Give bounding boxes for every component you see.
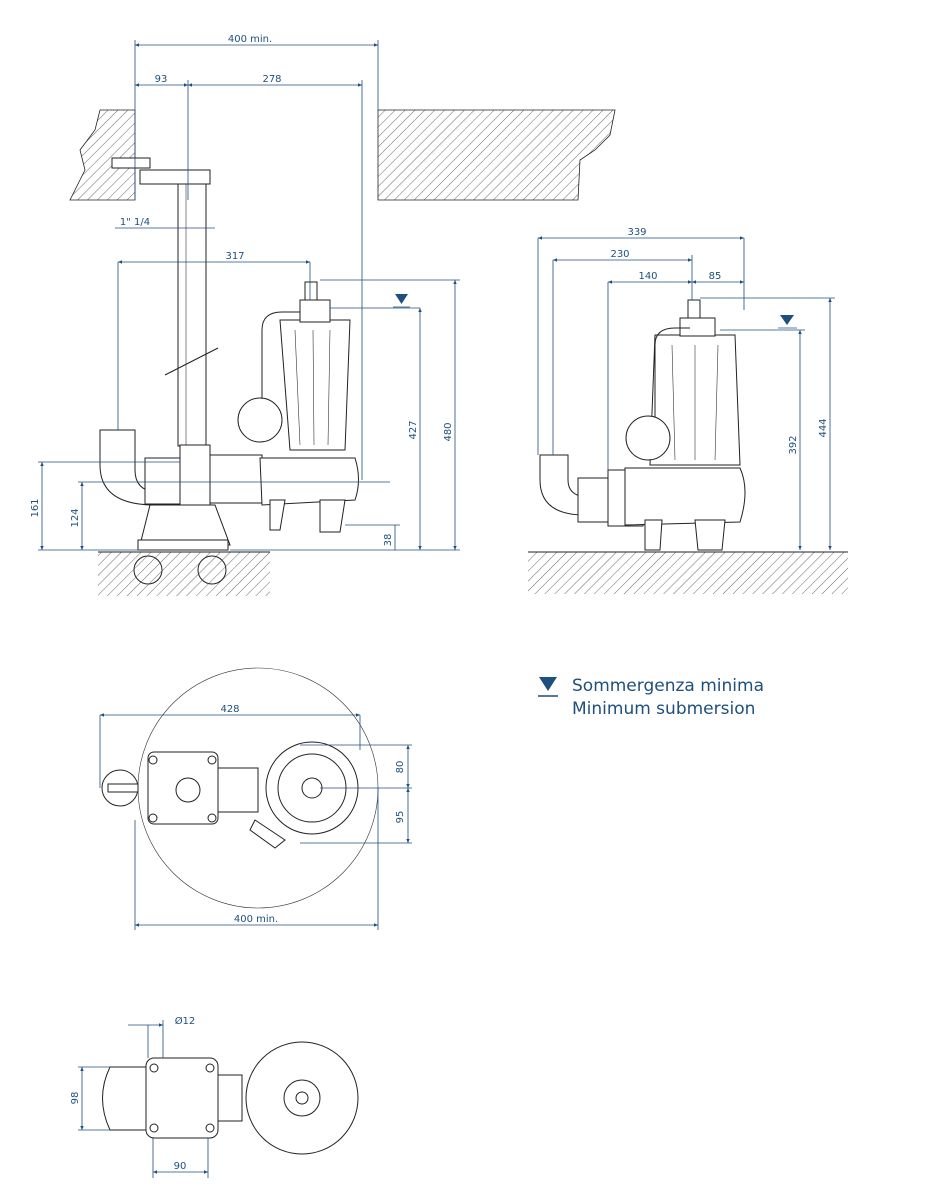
- dim-38: 38: [383, 534, 394, 547]
- dim-95: 95: [395, 811, 406, 824]
- base-view: Ø12 98 90: [70, 1015, 359, 1178]
- guide-pipe: [177, 183, 207, 447]
- side-view: 400 min. 93 278 1" 1/4 317 427 480 161 1…: [30, 34, 616, 596]
- dim-161: 161: [30, 498, 41, 517]
- dim-pipe-size: 1" 1/4: [120, 217, 150, 228]
- dim-400-min-top: 400 min.: [234, 914, 278, 925]
- front-view: 339 230 140 85 392 444: [528, 227, 848, 594]
- dim-93: 93: [155, 74, 168, 85]
- dim-428: 428: [220, 704, 239, 715]
- float-switch: [237, 397, 283, 443]
- front-float-switch: [625, 415, 671, 461]
- dim-427: 427: [408, 420, 419, 439]
- legend: Sommergenza minima Minimum submersion: [538, 676, 764, 719]
- dim-140: 140: [638, 271, 657, 282]
- water-level-triangle-icon: [539, 677, 557, 691]
- dim-278: 278: [262, 74, 281, 85]
- ceiling-slab-left: [69, 109, 136, 201]
- dim-444: 444: [818, 418, 829, 437]
- dim-392: 392: [788, 435, 799, 454]
- ceiling-slab-right: [377, 109, 616, 201]
- water-level-icon: [395, 294, 408, 304]
- dim-124: 124: [70, 508, 81, 527]
- base-view-foot: [145, 1057, 219, 1139]
- front-water-level-icon: [780, 315, 794, 325]
- dim-98: 98: [70, 1092, 81, 1105]
- dim-230: 230: [610, 249, 629, 260]
- pump-volute: [259, 457, 359, 506]
- legend-line-2: Minimum submersion: [572, 699, 755, 719]
- base-plate: [137, 539, 229, 551]
- dim-400-min: 400 min.: [228, 34, 272, 45]
- front-floor: [528, 552, 848, 594]
- base-view-pump-housing: [245, 1041, 359, 1155]
- pump-motor: [279, 319, 351, 451]
- dim-480: 480: [443, 422, 454, 441]
- guide-bracket: [139, 169, 211, 185]
- dim-80: 80: [395, 761, 406, 774]
- legend-line-1: Sommergenza minima: [572, 676, 764, 696]
- dim-85: 85: [709, 271, 722, 282]
- dim-317: 317: [225, 251, 244, 262]
- top-view: 428 400 min. 80 95: [99, 667, 412, 930]
- floor: [98, 552, 270, 596]
- dim-diameter-12: Ø12: [175, 1015, 196, 1027]
- dim-339: 339: [627, 227, 646, 238]
- dim-90: 90: [174, 1161, 187, 1172]
